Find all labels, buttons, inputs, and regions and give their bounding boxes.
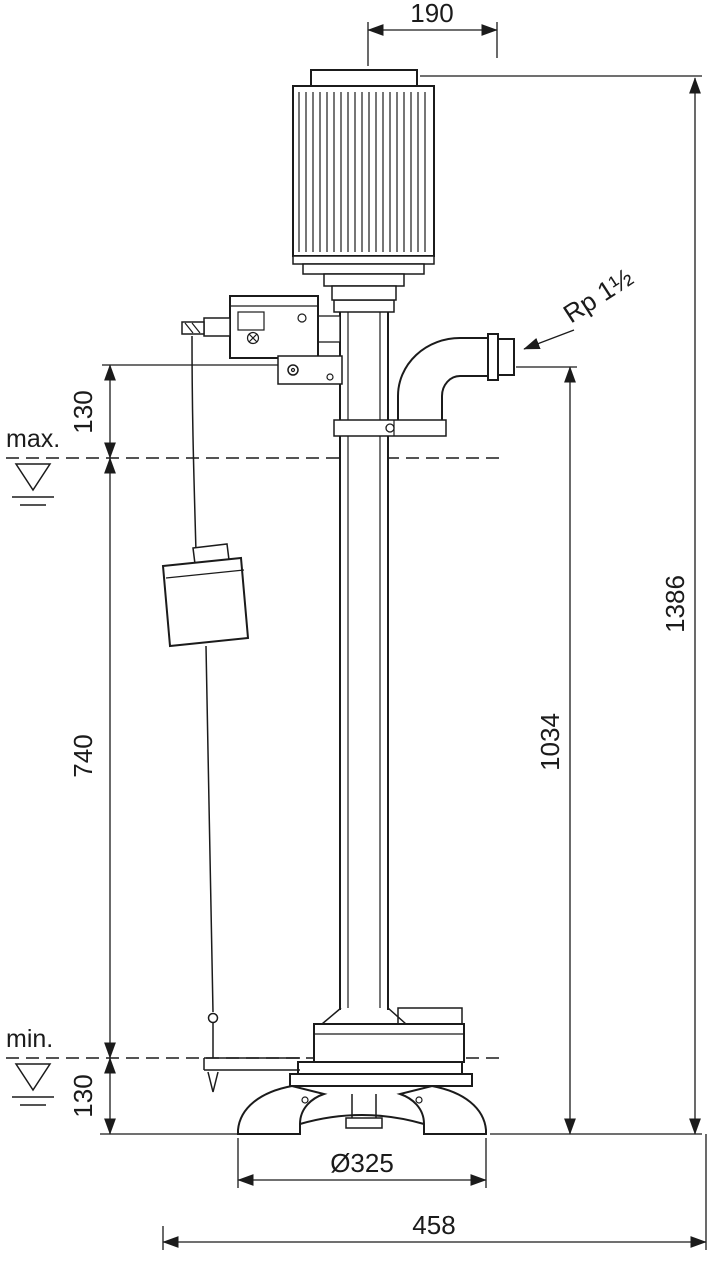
dimension-float-range: 740 [68, 457, 116, 1059]
base-plate-lower [289, 1073, 473, 1087]
terminal-box-body [229, 295, 319, 359]
dimension-top-width-value: 190 [410, 0, 453, 28]
connection-callout: Rp 1½ [523, 262, 639, 350]
float-cable-upper [191, 335, 197, 553]
motor-cooling-fins [298, 92, 426, 252]
column-top-flange [333, 299, 395, 313]
motor [292, 69, 435, 301]
motor-neck [323, 273, 405, 287]
leader-arrow [523, 329, 575, 350]
dimension-float-range-value: 740 [68, 734, 98, 777]
float-body [161, 556, 250, 648]
bracket-bolt [287, 364, 299, 376]
dimensions: 190 1386 1034 130 740 130 [68, 0, 707, 1250]
dimension-upper-offset-value: 130 [68, 390, 98, 433]
max-water-level-icon [12, 463, 54, 506]
motor-coupling [331, 285, 397, 301]
column-pipe [333, 299, 395, 1010]
level-lines: max. min. [6, 425, 500, 1106]
outlet-flange [487, 333, 499, 381]
motor-body [292, 85, 435, 257]
dimension-outlet-height: 1034 [516, 366, 577, 1135]
base-housing [313, 1023, 465, 1063]
motor-flange-lower [302, 263, 425, 275]
motor-cap [310, 69, 418, 87]
outlet-thread [497, 338, 515, 376]
dimension-lower-offset: 130 [68, 1057, 240, 1135]
dimension-base-diameter: Ø325 [237, 1138, 487, 1188]
motor-flange [292, 255, 435, 265]
float-cable-lower [205, 645, 214, 1013]
dimension-outlet-height-value: 1034 [535, 713, 565, 771]
cable-gland [203, 317, 231, 337]
dimension-total-height-value: 1386 [660, 575, 690, 633]
dimension-overall-width-value: 458 [412, 1210, 455, 1240]
float-switch [161, 335, 250, 1093]
left-foot [237, 1084, 328, 1135]
float-anchor-bracket [203, 1057, 300, 1071]
pump-outline [161, 69, 515, 1135]
min-water-level-icon [12, 1063, 54, 1106]
base-side-flange [397, 1007, 463, 1025]
connection-label: Rp 1½ [558, 262, 639, 329]
dimension-base-diameter-value: Ø325 [330, 1148, 394, 1178]
pump-base [203, 1007, 487, 1135]
dimension-upper-offset: 130 [68, 364, 278, 459]
max-level-label: max. [6, 425, 60, 453]
dimension-total-height: 1386 [420, 75, 702, 1135]
min-level-label: min. [6, 1025, 53, 1053]
discharge-elbow [333, 333, 515, 437]
right-foot [396, 1084, 487, 1135]
terminal-box-connector [317, 315, 341, 343]
cable-tip [207, 1071, 219, 1093]
terminal-box-screw [246, 331, 260, 345]
dimension-lower-offset-value: 130 [68, 1074, 98, 1117]
flange-bolt [385, 423, 395, 433]
dimension-overall-width: 458 [162, 1134, 707, 1250]
cable-clamp [207, 1012, 219, 1024]
shaft-end-cap [345, 1117, 383, 1129]
dimension-top-width: 190 [367, 0, 498, 66]
terminal-box [181, 295, 343, 385]
suction-bell [299, 1114, 425, 1125]
base-plate-upper [297, 1061, 463, 1075]
